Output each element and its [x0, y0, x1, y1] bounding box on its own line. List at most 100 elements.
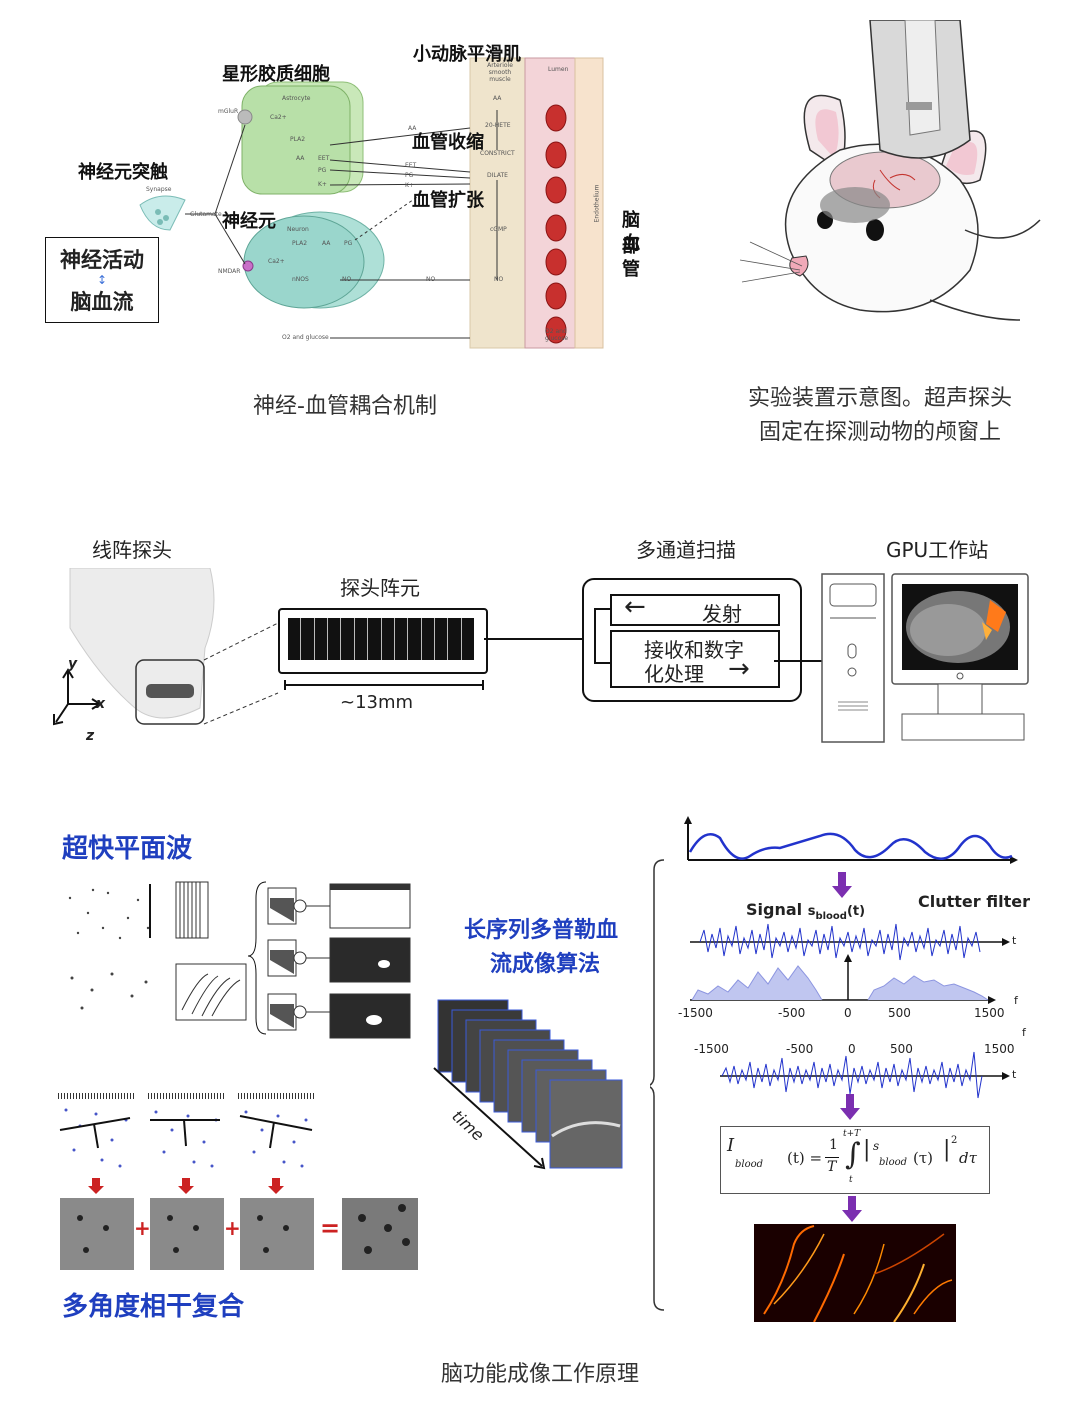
- frame-stack-graphic: [433, 999, 623, 1170]
- dimension-bar: [284, 680, 484, 690]
- label-smooth-muscle-cn: 小动脉平滑肌: [413, 44, 521, 65]
- receive-box: 接收和数字 化处理 →: [610, 630, 780, 688]
- filtered-tick-5: 1500: [984, 1042, 1015, 1056]
- label-o2-glucose: O2 and glucose: [282, 334, 329, 341]
- label-nnos: nNOS: [292, 276, 309, 283]
- spectrum-tick-4: 500: [888, 1006, 911, 1020]
- doppler-title-line2: 流成像算法: [490, 952, 601, 977]
- formula-s: s: [873, 1139, 880, 1153]
- formula-i: I: [727, 1135, 735, 1156]
- mouse-illustration: [730, 19, 1050, 340]
- right-arrow-icon: →: [728, 654, 750, 684]
- integral-sign: ∫: [845, 1137, 861, 1172]
- filtered-f-label: f: [1022, 1026, 1026, 1039]
- plane-wave-graphic: [68, 881, 411, 1039]
- doppler-title-line1: 长序列多普勒血: [464, 918, 619, 943]
- label-cgmp: cGMP: [490, 226, 507, 233]
- element-label: 探头阵元: [340, 576, 420, 600]
- filtered-tick-4: 500: [890, 1042, 913, 1056]
- purple-arrow-1: [830, 872, 854, 900]
- principle-caption: 脑功能成像工作原理: [440, 1362, 639, 1387]
- red-blood-cells: [545, 104, 567, 344]
- label-aa-astro: AA: [296, 155, 305, 162]
- plus-sign-2: +: [224, 1216, 241, 1240]
- mouse-caption-line1: 实验装置示意图。超声探头: [747, 386, 1012, 411]
- formula-dtau: dτ: [959, 1149, 977, 1167]
- transducer-array: [278, 608, 488, 674]
- purple-arrow-3-icon: [842, 1196, 862, 1222]
- label-pg-mid: PG: [405, 172, 414, 179]
- label-eet-mid: EET: [405, 162, 417, 169]
- formula-t: (t) =: [787, 1149, 823, 1167]
- signal-label-group: Signal sblood(t): [746, 900, 865, 922]
- filtered-tick-2: -500: [786, 1042, 814, 1056]
- label-hete: 20-HETE: [485, 122, 511, 129]
- label-smooth-muscle-en: Arteriole smooth muscle: [487, 62, 513, 83]
- label-synapse-cn: 神经元突触: [78, 162, 168, 183]
- double-arrow-icon: ↕: [96, 273, 108, 287]
- signal-plot-graphic: [690, 923, 1010, 961]
- spectrum-tick-5: 1500: [974, 1006, 1005, 1020]
- channel-label: 多通道扫描: [636, 538, 736, 562]
- purple-arrow-2-icon: [840, 1094, 860, 1120]
- cable-line: [484, 638, 584, 640]
- nvc-diagram-graphic: [139, 57, 604, 349]
- purple-arrow-2: [838, 1094, 862, 1122]
- label-glutamate: Glutamate: [190, 211, 222, 218]
- equals-sign: =: [320, 1214, 341, 1242]
- compounding-diagram: + + =: [56, 1090, 426, 1270]
- label-vessel-cn-1: 脑部: [622, 210, 640, 257]
- label-mglur: mGluR: [218, 108, 239, 115]
- processing-bracket: [645, 858, 666, 1312]
- label-eet-astro: EET: [318, 155, 330, 162]
- formula-blood-2: blood: [879, 1157, 908, 1168]
- left-arrow-icon: ←: [624, 592, 646, 622]
- label-constrict-cn: 血管收缩: [412, 132, 484, 153]
- label-dilate: DILATE: [487, 172, 508, 179]
- label-aa-vessel: AA: [493, 95, 502, 102]
- workstation-graphic: [821, 573, 1029, 743]
- label-lumen: Lumen: [548, 66, 569, 73]
- formula-sq: 2: [951, 1135, 958, 1146]
- linear-probe-graphic: [69, 567, 279, 725]
- activity-box-line2: 脑血流: [70, 290, 134, 314]
- label-o2-glucose-vessel: O2 and glucose: [545, 328, 569, 342]
- label-pla2-neuron: PLA2: [292, 240, 308, 247]
- filtered-tick-1: -1500: [694, 1042, 729, 1056]
- signal-plot: t: [690, 918, 1020, 968]
- activity-blood-flow-box: 神经活动 ↕ 脑血流: [45, 237, 159, 323]
- label-k-astro: K+: [318, 181, 327, 188]
- receive-label-line1: 接收和数字: [644, 638, 744, 662]
- spectrum-plot-graphic: [690, 954, 996, 1004]
- spectrum-tick-1: -1500: [678, 1006, 713, 1020]
- bracket-graphic: [645, 859, 665, 1311]
- spectrum-tick-2: -500: [778, 1006, 806, 1020]
- axis-gizmo: y x z: [48, 656, 118, 748]
- label-dilate-cn: 血管扩张: [412, 190, 484, 211]
- filtered-tick-3: 0: [848, 1042, 856, 1056]
- raw-signal-plot: [680, 816, 1020, 876]
- label-ca-astro: Ca2+: [270, 114, 287, 121]
- spectrum-tick-3: 0: [844, 1006, 852, 1020]
- doppler-image: [754, 1224, 956, 1322]
- label-synapse-en: Synapse: [146, 186, 172, 193]
- formula-tau: (τ): [913, 1149, 934, 1167]
- frame-stack: time: [432, 996, 632, 1176]
- linear-probe: [60, 567, 280, 748]
- label-no-vessel: NO: [494, 276, 504, 283]
- gpu-label: GPU工作站: [886, 538, 989, 562]
- transmit-box: ← 发射: [610, 592, 780, 626]
- label-vessel-cn-2: 血管: [622, 233, 640, 280]
- channel-box: ← 发射 接收和数字 化处理 →: [582, 578, 802, 702]
- label-pg-astro: PG: [318, 167, 327, 174]
- abs-bar-right: |: [943, 1137, 951, 1162]
- raw-signal-graphic: [684, 816, 1018, 864]
- label-astrocyte-en: Astrocyte: [282, 95, 311, 102]
- label-constrict: CONSTRICT: [480, 150, 515, 157]
- label-no-cell: NO: [342, 276, 352, 283]
- doppler-image-graphic: [763, 1225, 953, 1322]
- purple-arrow-1-icon: [832, 872, 852, 898]
- axis-x-label: x: [96, 696, 106, 712]
- label-aa-neuron: AA: [322, 240, 331, 247]
- label-no-mid: NO: [426, 276, 436, 283]
